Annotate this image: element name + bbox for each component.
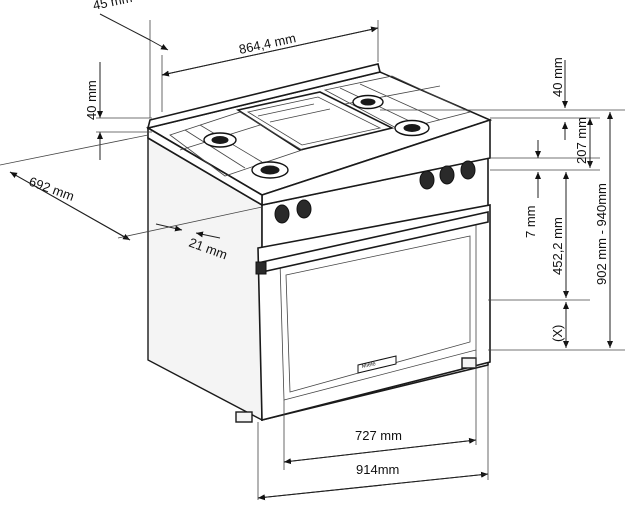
- label-overall-width: 914mm: [356, 462, 399, 477]
- label-oven-height: 452,2 mm: [550, 217, 565, 275]
- label-cooktop-width: 864,4 mm: [238, 30, 298, 57]
- label-gap: 7 mm: [523, 206, 538, 239]
- backguard: [146, 63, 381, 130]
- burners: [203, 94, 430, 179]
- range-body: Miele: [145, 63, 493, 423]
- label-backguard-left: 40 mm: [84, 80, 99, 120]
- foot-left: [235, 411, 253, 423]
- cooktop-lip-side: [147, 126, 263, 207]
- knob-4: [439, 165, 455, 185]
- label-total-height: 902 mm - 940mm: [594, 183, 609, 285]
- brand-badge: Miele: [361, 361, 377, 370]
- knob-5: [460, 160, 476, 180]
- griddle: [235, 91, 395, 151]
- knob-1: [274, 204, 290, 224]
- label-backguard-right: 40 mm: [550, 57, 565, 97]
- control-knobs: [274, 160, 476, 224]
- dimension-lines: [0, 13, 625, 501]
- knob-2: [296, 199, 312, 219]
- label-oven-width: 727 mm: [355, 428, 402, 443]
- knob-3: [419, 170, 435, 190]
- label-top-offset: 45 mm: [92, 0, 134, 13]
- label-adjust: (X): [550, 325, 565, 342]
- label-depth: 692 mm: [27, 174, 76, 204]
- label-control-height: 207 mm: [574, 117, 589, 164]
- foot-right: [461, 357, 477, 369]
